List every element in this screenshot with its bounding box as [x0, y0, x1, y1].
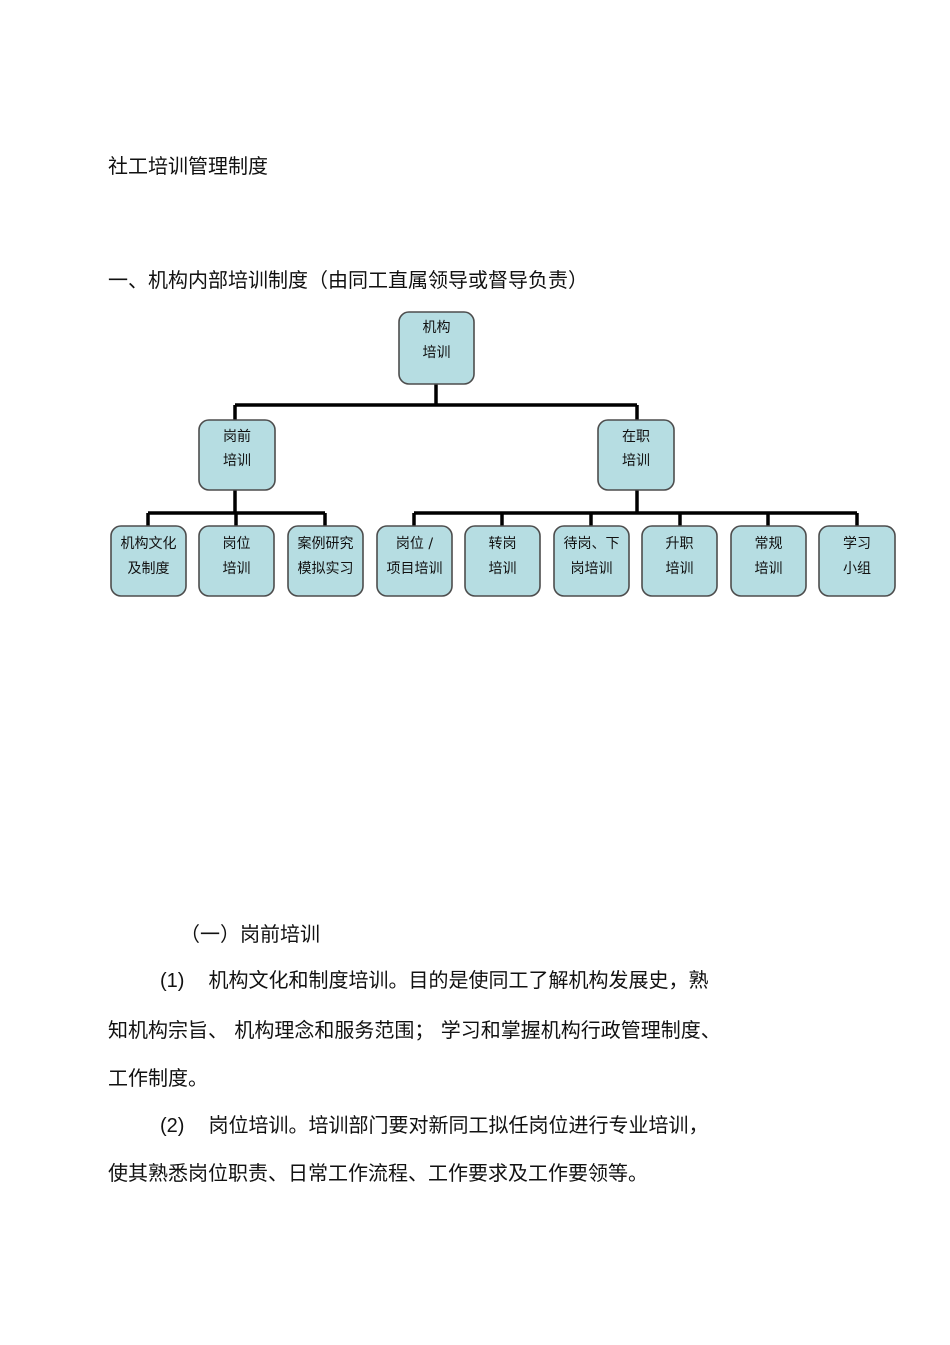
org-node-project-training-line2: 项目培训: [387, 561, 443, 577]
section-heading: 一、机构内部培训制度（由同工直属领导或督导负责）: [108, 268, 588, 292]
org-node-promotion-training-line1: 升职: [666, 536, 694, 552]
org-node-standby-training-line1: 待岗、下: [564, 536, 620, 552]
org-node-regular-training-line2: 培训: [755, 561, 783, 577]
org-node-root-line1: 机构: [423, 320, 451, 336]
item-1-number: (1): [160, 970, 185, 992]
org-node-preservice-line1: 岗前: [223, 428, 251, 445]
item-2-text-1: 岗位培训。培训部门要对新同工拟任岗位进行专业培训，: [208, 1113, 709, 1137]
item-1-line-3: 工作制度。: [108, 1066, 208, 1090]
item-2-line-1: (2) 岗位培训。培训部门要对新同工拟任岗位进行专业培训，: [160, 1111, 708, 1140]
org-node-study-group-line2: 小组: [843, 561, 871, 577]
org-node-root-line2: 培训: [423, 345, 451, 361]
org-node-transfer-training-line1: 转岗: [489, 536, 517, 552]
org-node-culture-system-line1: 机构文化: [121, 536, 177, 552]
org-node-promotion-training-line2: 培训: [666, 561, 694, 577]
org-node-standby-training-line2: 岗培训: [571, 561, 613, 577]
item-2-number: (2): [160, 1115, 185, 1137]
item-2-line-2: 使其熟悉岗位职责、日常工作流程、工作要求及工作要领等。: [108, 1161, 648, 1185]
org-node-project-training-line1: 岗位 /: [396, 536, 433, 552]
org-node-case-study: 案例研究 模拟实习: [287, 525, 364, 597]
document-title: 社工培训管理制度: [108, 154, 268, 178]
org-node-case-study-line2: 模拟实习: [298, 561, 354, 577]
org-chart: 机构 培训 岗前 培训 在职 培训 机构文化 及制度 岗位 培训 案例研究 模拟…: [110, 311, 896, 597]
org-node-inservice-line2: 培训: [622, 453, 650, 469]
org-node-job-training-line1: 岗位: [223, 536, 251, 552]
org-node-preservice: 岗前 培训: [198, 419, 276, 491]
org-node-transfer-training: 转岗 培训: [464, 525, 541, 597]
org-node-case-study-line1: 案例研究: [298, 535, 354, 552]
item-1-text-1: 机构文化和制度培训。目的是使同工了解机构发展史，熟: [208, 968, 709, 992]
org-node-job-training-line2: 培训: [223, 561, 251, 577]
org-node-transfer-training-line2: 培训: [489, 561, 517, 577]
org-node-inservice-line1: 在职: [622, 429, 650, 445]
org-node-project-training: 岗位 / 项目培训: [376, 525, 453, 597]
item-1-line-2: 知机构宗旨、 机构理念和服务范围； 学习和掌握机构行政管理制度、: [108, 1018, 721, 1042]
org-node-standby-training: 待岗、下 岗培训: [553, 525, 630, 597]
org-node-inservice: 在职 培训: [597, 419, 675, 491]
org-node-job-training: 岗位 培训: [198, 525, 275, 597]
org-node-culture-system: 机构文化 及制度: [110, 525, 187, 597]
org-node-study-group: 学习 小组: [818, 525, 896, 597]
org-node-promotion-training: 升职 培训: [641, 525, 718, 597]
org-node-root: 机构 培训: [398, 311, 475, 385]
org-node-culture-system-line2: 及制度: [128, 561, 170, 577]
org-node-regular-training: 常规 培训: [730, 525, 807, 597]
org-node-preservice-line2: 培训: [223, 453, 251, 469]
org-chart-connectors: [146, 384, 859, 526]
subsection-heading: （一）岗前培训: [180, 922, 320, 946]
org-node-regular-training-line1: 常规: [755, 536, 783, 552]
item-1-line-1: (1) 机构文化和制度培训。目的是使同工了解机构发展史，熟: [160, 966, 708, 995]
org-node-study-group-line1: 学习: [843, 536, 871, 552]
